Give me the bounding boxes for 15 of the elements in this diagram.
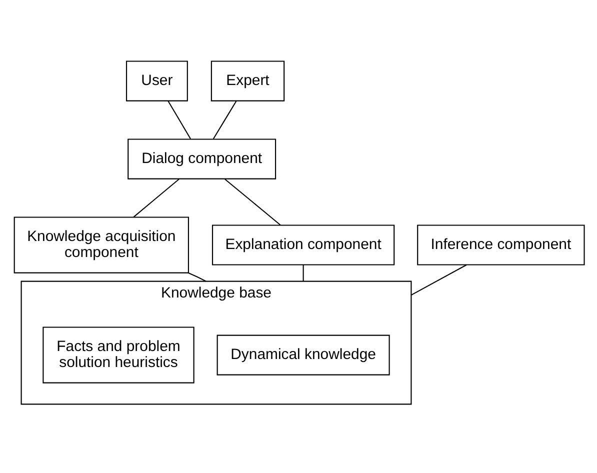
connector — [212, 100, 237, 139]
node-box: Dynamical knowledge — [216, 334, 390, 375]
node-box: Knowledge acquisition component — [14, 216, 189, 273]
node-box: Explanation component — [212, 224, 395, 265]
node-box: Expert — [210, 60, 285, 101]
node-box: Dialog component — [128, 138, 276, 179]
node-box: Facts and problem solution heuristics — [42, 326, 194, 383]
connector — [302, 264, 304, 281]
node-box: Inference component — [417, 224, 585, 265]
connector — [133, 178, 180, 217]
node-box: User — [126, 60, 188, 101]
connector — [224, 178, 281, 225]
connector — [168, 100, 192, 139]
connector — [188, 272, 206, 282]
connector — [410, 264, 467, 296]
